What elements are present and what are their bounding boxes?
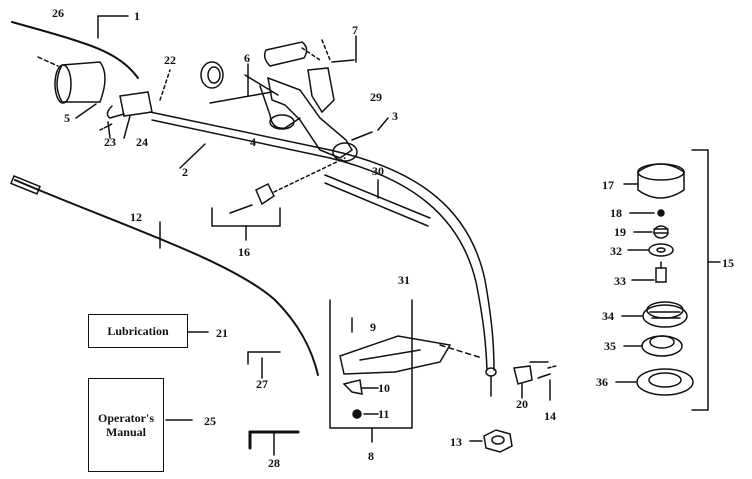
part-label-19: 19 [614,225,626,239]
spool-cap [637,163,685,199]
throttle-cable [11,21,139,79]
part-label-33: 33 [614,274,626,288]
part-label-1: 1 [134,9,140,23]
handle-grip-upper [263,39,331,67]
part-label-34: 34 [602,309,614,323]
washer [648,243,674,257]
part-label-9: 9 [370,320,376,334]
part-label-25: 25 [204,414,216,428]
part-label-20: 20 [516,397,528,411]
part-label-29: 29 [370,90,382,104]
shaft-clamp [513,361,557,385]
part-label-8: 8 [368,449,374,463]
spring [653,225,669,239]
knob-assembly [229,157,346,214]
shaft-tube [149,111,331,159]
part-label-31: 31 [398,273,410,287]
lubrication-box: Lubrication [88,314,188,348]
clamp-ring [200,61,224,89]
base-plate [636,368,694,396]
spool [642,301,688,328]
part-label-17: 17 [602,178,614,192]
part-label-18: 18 [610,206,622,220]
part-label-10: 10 [378,381,390,395]
spool-housing [641,335,683,357]
part-label-24: 24 [136,135,148,149]
throttle-trigger [106,91,153,119]
manual-label-line1: Operator's [98,411,154,425]
part-label-21: 21 [216,326,228,340]
part-label-16: 16 [238,245,250,259]
manual-label-line2: Manual [105,425,146,439]
part-label-22: 22 [164,53,176,67]
part-label-2: 2 [182,165,188,179]
part-label-14: 14 [544,409,556,423]
part-label-4: 4 [250,135,256,149]
part-label-11: 11 [378,407,389,421]
part-label-12: 12 [130,210,142,224]
hex-key-small [247,351,281,365]
part-label-27: 27 [256,377,268,391]
curved-housing [329,149,497,397]
hex-nut [483,429,513,453]
flex-drive-cable [10,175,319,376]
bolt-stud [655,261,667,283]
part-label-26: 26 [52,6,64,20]
part-label-3: 3 [392,109,398,123]
part-label-23: 23 [104,135,116,149]
part-label-36: 36 [596,375,608,389]
part-label-13: 13 [450,435,462,449]
part-label-6: 6 [244,51,250,65]
part-label-35: 35 [604,339,616,353]
part-label-32: 32 [610,244,622,258]
part-label-7: 7 [352,23,358,37]
part-label-28: 28 [268,456,280,470]
handle-bar-assembly [209,67,358,162]
lubrication-label: Lubrication [107,323,169,338]
operators-manual-box: Operator's Manual [88,378,164,472]
part-label-30: 30 [372,164,384,178]
guard-bracket [339,335,483,375]
part-label-5: 5 [64,111,70,125]
part-label-15: 15 [722,256,734,270]
handle-grip [37,56,106,104]
